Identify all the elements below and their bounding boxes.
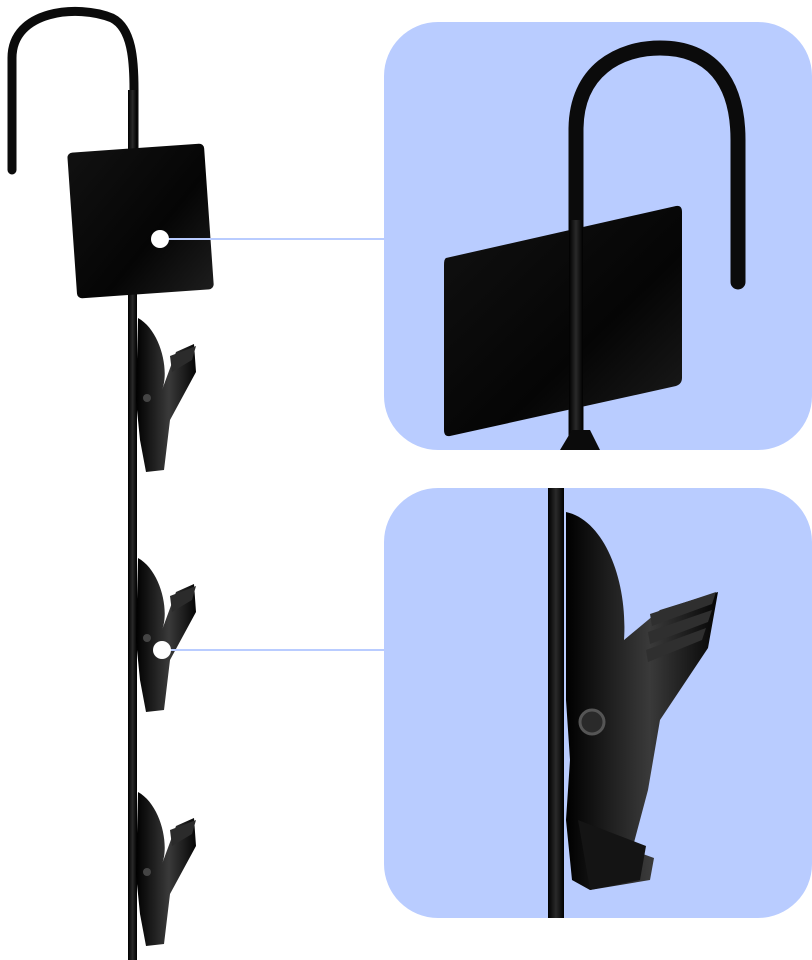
callout-dot [151,230,169,248]
card-callout [151,230,386,248]
hanging-strip [7,6,214,960]
clip-closeup [384,488,812,918]
clip [136,792,196,946]
clip [136,318,196,472]
rod [128,90,137,960]
hook [7,6,139,175]
callout-dot [153,641,171,659]
hook-with-card-closeup [384,22,812,450]
rivet [578,708,606,736]
sign-card [67,143,214,299]
clip-callout [153,641,386,659]
hook-closeup [568,40,746,450]
card-closeup [444,205,682,437]
clip [136,558,196,712]
rod-closeup [548,488,564,918]
